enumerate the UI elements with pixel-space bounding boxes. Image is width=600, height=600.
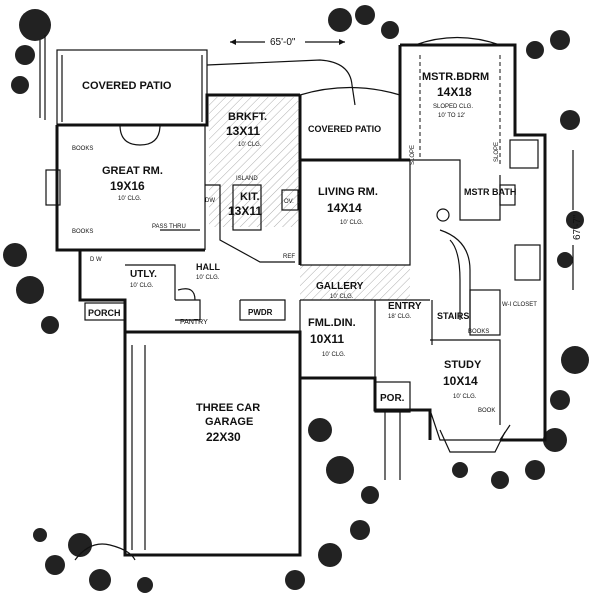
- master-bedroom-size: 14X18: [437, 85, 472, 99]
- living-room-size: 14X14: [327, 201, 362, 215]
- island-label: ISLAND: [236, 176, 258, 182]
- depth-dimension: 67'-7": [572, 214, 583, 240]
- utility-name: UTLY.: [130, 269, 157, 280]
- slope-right-label: SLOPE: [494, 142, 500, 162]
- utility-clg: 10' CLG.: [130, 283, 154, 289]
- hall-name: HALL: [196, 262, 220, 272]
- dishwasher-label: DW: [205, 198, 215, 204]
- utility-dw-label: D W: [90, 257, 102, 263]
- family-dining-size: 10X11: [310, 332, 344, 346]
- study-books-label: BOOKS: [468, 329, 489, 335]
- slope-left-label: SLOPE: [410, 145, 416, 165]
- living-room-clg: 10' CLG.: [340, 220, 364, 226]
- three-car-garage: [123, 332, 302, 557]
- family-dining-name: FML.DIN.: [308, 317, 356, 329]
- front-porch-label: POR.: [380, 393, 405, 404]
- gallery-label: GALLERY: [316, 281, 364, 292]
- oven-label: OV.: [284, 199, 294, 205]
- breakfast-kitchen-tile: [209, 97, 299, 227]
- family-dining: [299, 300, 376, 379]
- garage-size: 22X30: [206, 430, 241, 444]
- gallery-entry: [300, 229, 501, 345]
- garage-name-line2: GARAGE: [205, 416, 253, 428]
- stairs-label: STAIRS: [437, 311, 469, 321]
- great-room-books-top: BOOKS: [72, 146, 93, 152]
- master-bedroom-clg1: SLOPED CLG.: [433, 104, 473, 110]
- entry-clg: 18' CLG.: [388, 314, 412, 320]
- width-dimension: 65'-0": [270, 37, 296, 48]
- patio-walkway: [206, 59, 356, 106]
- great-room-name: GREAT RM.: [102, 165, 163, 177]
- master-bedroom-name: MSTR.BDRM: [422, 71, 489, 83]
- study: [429, 339, 511, 453]
- gallery-tile: [300, 265, 410, 300]
- kitchen-size: 13X11: [228, 204, 262, 218]
- master-bath: [436, 139, 541, 281]
- family-dining-clg: 10' CLG.: [322, 352, 346, 358]
- brkft-clg: 10' CLG.: [238, 142, 262, 148]
- brkft-name: BRKFT.: [228, 111, 267, 123]
- covered-patio-center-label: COVERED PATIO: [308, 124, 381, 134]
- pass-thru-label: PASS THRU: [152, 224, 186, 230]
- living-room-name: LIVING RM.: [318, 186, 378, 198]
- brkft-size: 13X11: [226, 124, 260, 138]
- entry-label: ENTRY: [388, 301, 422, 312]
- service-rooms: [79, 250, 286, 321]
- great-room-clg: 10' CLG.: [118, 196, 142, 202]
- great-room: [45, 124, 206, 252]
- living-room: [300, 159, 411, 266]
- great-room-size: 19X16: [110, 179, 145, 193]
- study-book-label: BOOK: [478, 408, 495, 414]
- study-size: 10X14: [443, 374, 478, 388]
- covered-patio-left-label: COVERED PATIO: [82, 80, 172, 92]
- gallery-clg: 10' CLG.: [330, 294, 354, 300]
- kitchen-name: KIT.: [240, 191, 260, 203]
- master-bedroom: [400, 36, 501, 175]
- landscaping: [3, 5, 589, 593]
- refrigerator-label: REF: [283, 254, 295, 260]
- master-bedroom-clg2: 10' TO 12': [438, 113, 465, 119]
- front-porch: [374, 381, 411, 480]
- walk-in-closet-label: W-I CLOSET: [502, 302, 537, 308]
- master-bath-name: MSTR BATH: [464, 187, 516, 197]
- dimension-lines: [230, 39, 574, 290]
- kitchen: [205, 184, 299, 263]
- garage-name-line1: THREE CAR: [196, 402, 260, 414]
- study-clg: 10' CLG.: [453, 394, 477, 400]
- pantry-label: PANTRY: [180, 319, 208, 326]
- hall-clg: 10' CLG.: [196, 275, 220, 281]
- study-name: STUDY: [444, 359, 482, 371]
- powder-room-label: PWDR: [248, 308, 273, 317]
- great-room-books-bottom: BOOKS: [72, 229, 93, 235]
- fence-line: [39, 35, 136, 561]
- porch-label: PORCH: [88, 308, 121, 318]
